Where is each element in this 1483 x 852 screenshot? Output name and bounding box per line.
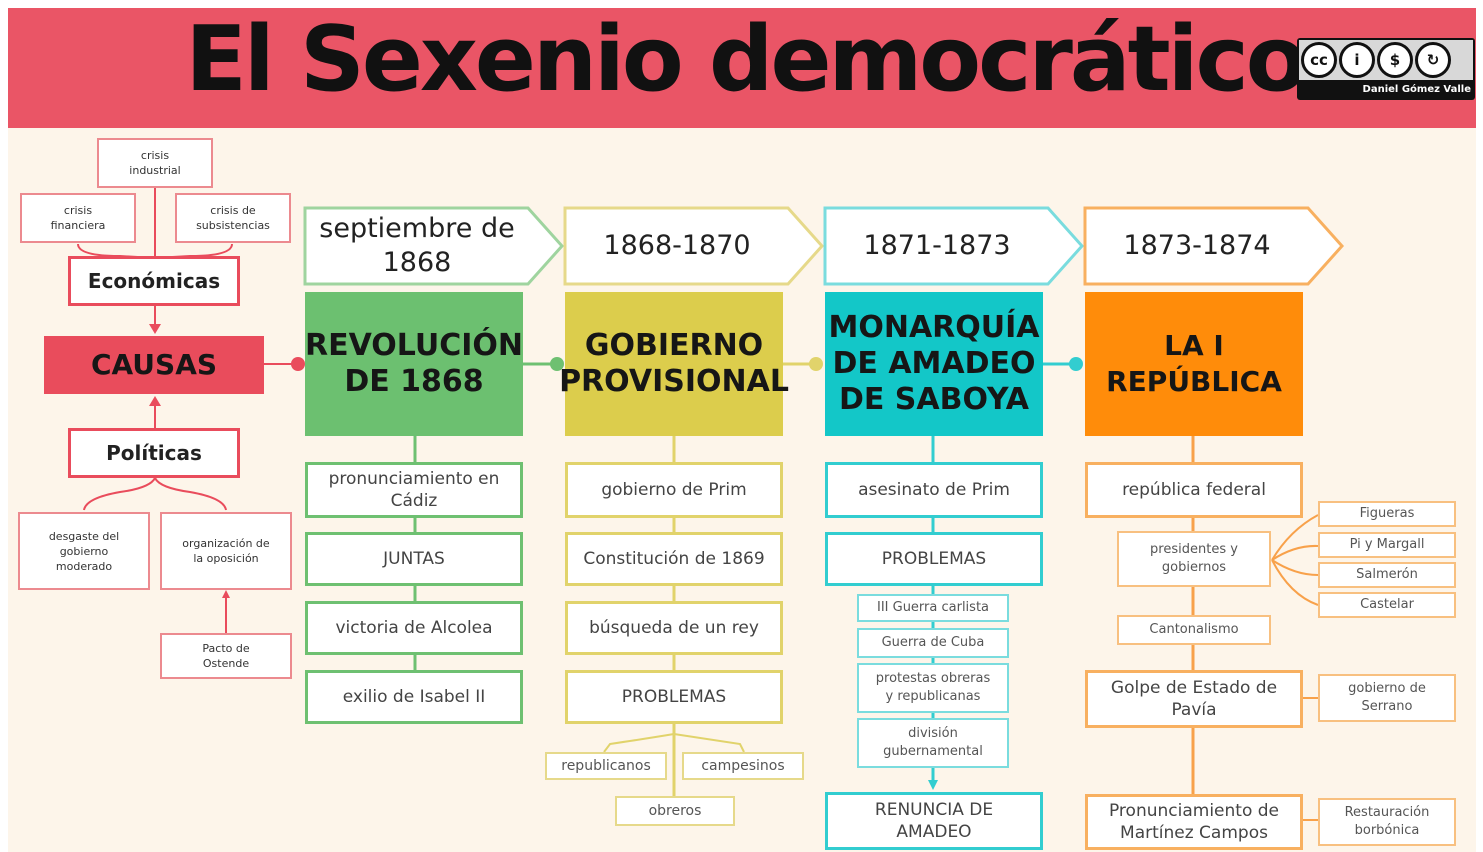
page-title: El Sexenio democrático: [185, 7, 1307, 112]
period-date-3: 1871-1873: [863, 230, 1011, 261]
causas-box: CAUSAS: [44, 336, 264, 394]
cc-icon: cc: [1301, 42, 1337, 78]
presidente-figueras: Figueras: [1318, 501, 1456, 527]
monarquia-problemas: PROBLEMAS: [825, 532, 1043, 586]
politicas-box: Políticas: [68, 428, 240, 478]
presidente-pi-margall: Pi y Margall: [1318, 532, 1456, 558]
presidente-castelar: Castelar: [1318, 592, 1456, 618]
crisis-financiera: crisis financiera: [20, 193, 136, 243]
period-date-1: septiembre de 1868: [319, 213, 515, 278]
revolucion-item: pronunciamiento en Cádiz: [305, 462, 523, 518]
period-date-2: 1868-1870: [603, 230, 751, 261]
problema-guerra-carlista: III Guerra carlista: [857, 594, 1009, 622]
period-arrow-3: [823, 206, 1085, 286]
gobierno-item: gobierno de Prim: [565, 462, 783, 518]
timeline-arrows: [303, 206, 1345, 286]
period-arrow-1: [303, 206, 565, 286]
presidentes-gobiernos: presidentes y gobiernos: [1117, 531, 1271, 587]
problema-obreros: obreros: [615, 796, 735, 826]
crisis-industrial: crisis industrial: [97, 138, 213, 188]
gobierno-provisional-title: GOBIERNO PROVISIONAL: [559, 292, 789, 436]
problema-division: división gubernamental: [857, 718, 1009, 768]
restauracion-borbonica: Restauración borbónica: [1318, 798, 1456, 846]
header-banner: [8, 8, 1476, 128]
gobierno-item: búsqueda de un rey: [565, 601, 783, 655]
golpe-pavia: Golpe de Estado de Pavía: [1085, 670, 1303, 728]
revolucion-item: exilio de Isabel II: [305, 670, 523, 724]
problema-republicanos: republicanos: [545, 752, 667, 780]
problema-guerra-cuba: Guerra de Cuba: [857, 628, 1009, 658]
desgaste-gobierno: desgaste del gobierno moderado: [18, 512, 150, 590]
problema-protestas: protestas obreras y republicanas: [857, 663, 1009, 713]
problema-campesinos: campesinos: [682, 752, 804, 780]
sharealike-icon: ↻: [1415, 42, 1451, 78]
pronunciamiento-campos: Pronunciamiento de Martínez Campos: [1085, 794, 1303, 850]
presidente-salmeron: Salmerón: [1318, 562, 1456, 588]
gobierno-serrano: gobierno de Serrano: [1318, 674, 1456, 722]
pacto-ostende: Pacto de Ostende: [160, 633, 292, 679]
organizacion-oposicion: organización de la oposición: [160, 512, 292, 590]
period-date-4: 1873-1874: [1123, 230, 1271, 261]
cc-license-badge: cc i $ ↻ Daniel Gómez Valle: [1297, 38, 1475, 100]
revolucion-item: victoria de Alcolea: [305, 601, 523, 655]
crisis-subsistencias: crisis de subsistencias: [175, 193, 291, 243]
gobierno-problemas: PROBLEMAS: [565, 670, 783, 724]
cantonalismo: Cantonalismo: [1117, 615, 1271, 645]
period-arrow-2: [563, 206, 825, 286]
attribution-icon: i: [1339, 42, 1375, 78]
revolucion-title: REVOLUCIÓN DE 1868: [305, 292, 523, 436]
gobierno-item: Constitución de 1869: [565, 532, 783, 586]
primera-republica-title: LA I REPÚBLICA: [1085, 292, 1303, 436]
republica-federal: república federal: [1085, 462, 1303, 518]
revolucion-item: JUNTAS: [305, 532, 523, 586]
monarquia-amadeo-title: MONARQUÍA DE AMADEO DE SABOYA: [825, 292, 1043, 436]
author-credit: Daniel Gómez Valle: [1362, 84, 1471, 95]
monarquia-item: asesinato de Prim: [825, 462, 1043, 518]
renuncia-amadeo: RENUNCIA DE AMADEO: [825, 792, 1043, 850]
noncommercial-icon: $: [1377, 42, 1413, 78]
economicas-box: Económicas: [68, 256, 240, 306]
period-arrow-4: [1083, 206, 1345, 286]
